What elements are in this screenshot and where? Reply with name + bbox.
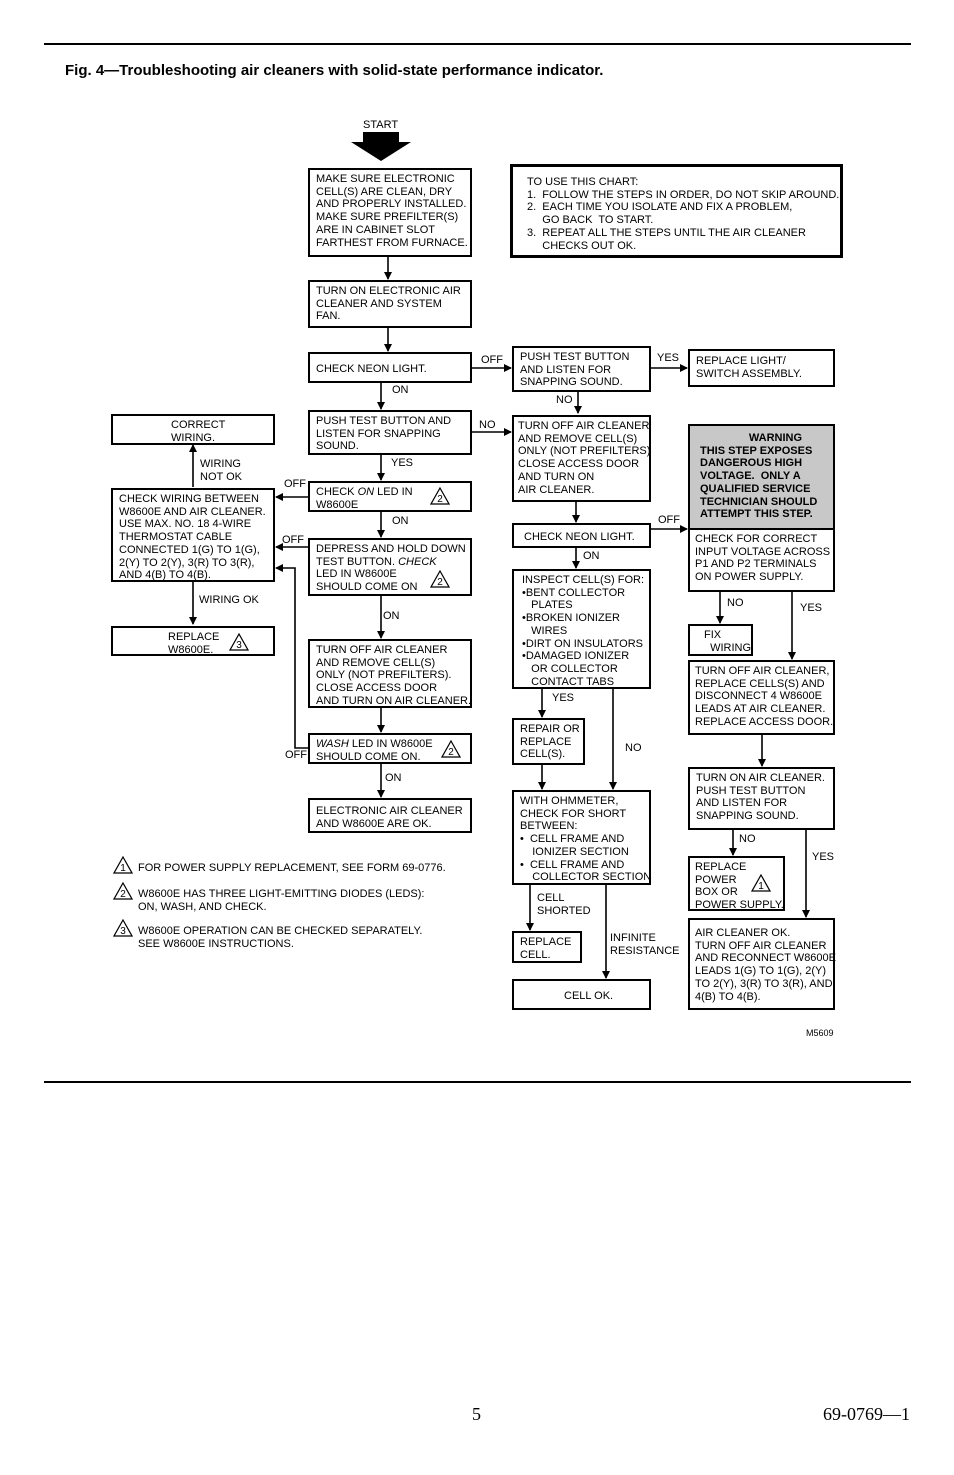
box-cell-ok: CELL OK. xyxy=(512,979,651,1010)
svg-text:3: 3 xyxy=(120,926,126,937)
label-no-turn-on: NO xyxy=(739,833,756,845)
box-fix-wiring: FIX WIRING. xyxy=(688,624,754,656)
box-repair-replace: REPAIR OR REPLACE CELL(S). xyxy=(512,718,585,765)
top-rule xyxy=(44,43,911,45)
label-no-voltage: NO xyxy=(727,597,744,609)
label-no-inspect: NO xyxy=(625,742,642,754)
label-yes-voltage: YES xyxy=(800,602,823,614)
box-replace-w8600e: REPLACE W8600E. xyxy=(111,626,275,656)
label-wiring-ok: WIRING OK xyxy=(199,594,259,606)
note-2-icon: 2 xyxy=(113,882,133,900)
document-number: 69-0769—1 xyxy=(823,1404,910,1424)
label-no-push-on: NO xyxy=(479,419,496,431)
note-ref-2-depress: 2 xyxy=(430,570,450,588)
label-yes-push: YES xyxy=(657,352,680,364)
label-on-check-on: ON xyxy=(392,515,409,527)
note-ref-2-check-on: 2 xyxy=(430,487,450,505)
box-electronic-ok: ELECTRONIC AIR CLEANER AND W8600E ARE OK… xyxy=(308,798,472,833)
box-make-sure: MAKE SURE ELECTRONIC CELL(S) ARE CLEAN, … xyxy=(308,168,472,257)
label-wiring-not-ok: WIRING NOT OK xyxy=(200,458,242,483)
box-warning: WARNING THIS STEP EXPOSES DANGEROUS HIGH… xyxy=(688,424,835,530)
box-inspect: INSPECT CELL(S) FOR: •BENT COLLECTOR PLA… xyxy=(512,569,651,689)
label-cell-shorted: CELL SHORTED xyxy=(537,892,591,917)
note-ref-1-power: 1 xyxy=(751,874,771,892)
note-1-icon: 1 xyxy=(113,856,133,874)
box-check-neon: CHECK NEON LIGHT. xyxy=(308,352,472,383)
label-off-neon: OFF xyxy=(481,354,503,366)
box-wash-led: WASH LED IN W8600E SHOULD COME ON. xyxy=(308,733,472,764)
label-yes-inspect: YES xyxy=(552,692,575,704)
box-replace-cell: REPLACE CELL. xyxy=(512,931,582,963)
box-correct-wiring: CORRECT WIRING. xyxy=(111,414,275,445)
label-infinite-resistance: INFINITE RESISTANCE xyxy=(610,932,680,957)
box-check-voltage: CHECK FOR CORRECT INPUT VOLTAGE ACROSS P… xyxy=(688,530,835,592)
box-turn-off-remove: TURN OFF AIR CLEANER AND REMOVE CELL(S) … xyxy=(512,415,651,502)
note-2-text: W8600E HAS THREE LIGHT-EMITTING DIODES (… xyxy=(138,888,425,913)
label-on-depress: ON xyxy=(383,610,400,622)
svg-text:2: 2 xyxy=(448,747,454,758)
note-ref-3-replace: 3 xyxy=(229,633,249,651)
svg-text:2: 2 xyxy=(437,577,443,588)
note-3-text: W8600E OPERATION CAN BE CHECKED SEPARATE… xyxy=(138,925,423,950)
svg-text:1: 1 xyxy=(120,863,126,874)
box-ohmmeter: WITH OHMMETER, CHECK FOR SHORT BETWEEN: … xyxy=(512,790,651,885)
page-number: 5 xyxy=(472,1404,481,1424)
label-off-neon-2: OFF xyxy=(658,514,680,526)
note-ref-2-wash: 2 xyxy=(441,740,461,758)
box-turn-off-replace: TURN OFF AIR CLEANER, REPLACE CELLS(S) A… xyxy=(688,660,835,735)
figure-title: Fig. 4—Troubleshooting air cleaners with… xyxy=(65,62,604,79)
box-check-neon-2: CHECK NEON LIGHT. xyxy=(512,523,651,548)
label-off-depress: OFF xyxy=(282,534,304,546)
box-replace-power: REPLACE POWER BOX OR POWER SUPPLY. xyxy=(688,856,785,911)
figure-code: M5609 xyxy=(806,1028,834,1038)
label-off-wash: OFF xyxy=(285,749,307,761)
start-arrow xyxy=(351,132,411,161)
label-yes-turn-on: YES xyxy=(812,851,835,863)
label-no-push: NO xyxy=(556,394,573,406)
svg-text:2: 2 xyxy=(437,494,443,505)
note-1-text: FOR POWER SUPPLY REPLACEMENT, SEE FORM 6… xyxy=(138,862,446,874)
svg-text:2: 2 xyxy=(120,889,126,900)
label-off-check-on: OFF xyxy=(284,478,306,490)
bottom-rule xyxy=(44,1081,911,1083)
box-depress: DEPRESS AND HOLD DOWN TEST BUTTON. CHECK… xyxy=(308,538,472,596)
svg-text:3: 3 xyxy=(236,640,242,651)
start-label: START xyxy=(363,119,399,131)
box-push-test-off: PUSH TEST BUTTON AND LISTEN FOR SNAPPING… xyxy=(512,346,651,392)
label-on-neon: ON xyxy=(392,384,409,396)
box-turn-off-remove-2: TURN OFF AIR CLEANER AND REMOVE CELL(S) … xyxy=(308,639,472,708)
box-turn-on: TURN ON ELECTRONIC AIR CLEANER AND SYSTE… xyxy=(308,280,472,328)
box-check-wiring: CHECK WIRING BETWEEN W8600E AND AIR CLEA… xyxy=(111,488,275,582)
box-push-test-on: PUSH TEST BUTTON AND LISTEN FOR SNAPPING… xyxy=(308,410,472,455)
svg-text:1: 1 xyxy=(758,881,764,892)
box-air-ok: AIR CLEANER OK. TURN OFF AIR CLEANER AND… xyxy=(688,918,836,1010)
instructions-box: TO USE THIS CHART: 1. FOLLOW THE STEPS I… xyxy=(510,164,843,258)
label-yes-snap: YES xyxy=(391,457,414,469)
box-turn-on-push: TURN ON AIR CLEANER. PUSH TEST BUTTON AN… xyxy=(688,767,835,830)
label-on-neon-2: ON xyxy=(583,550,600,562)
note-3-icon: 3 xyxy=(113,919,133,937)
label-on-wash: ON xyxy=(385,772,402,784)
box-replace-light: REPLACE LIGHT/ SWITCH ASSEMBLY. xyxy=(688,349,835,387)
